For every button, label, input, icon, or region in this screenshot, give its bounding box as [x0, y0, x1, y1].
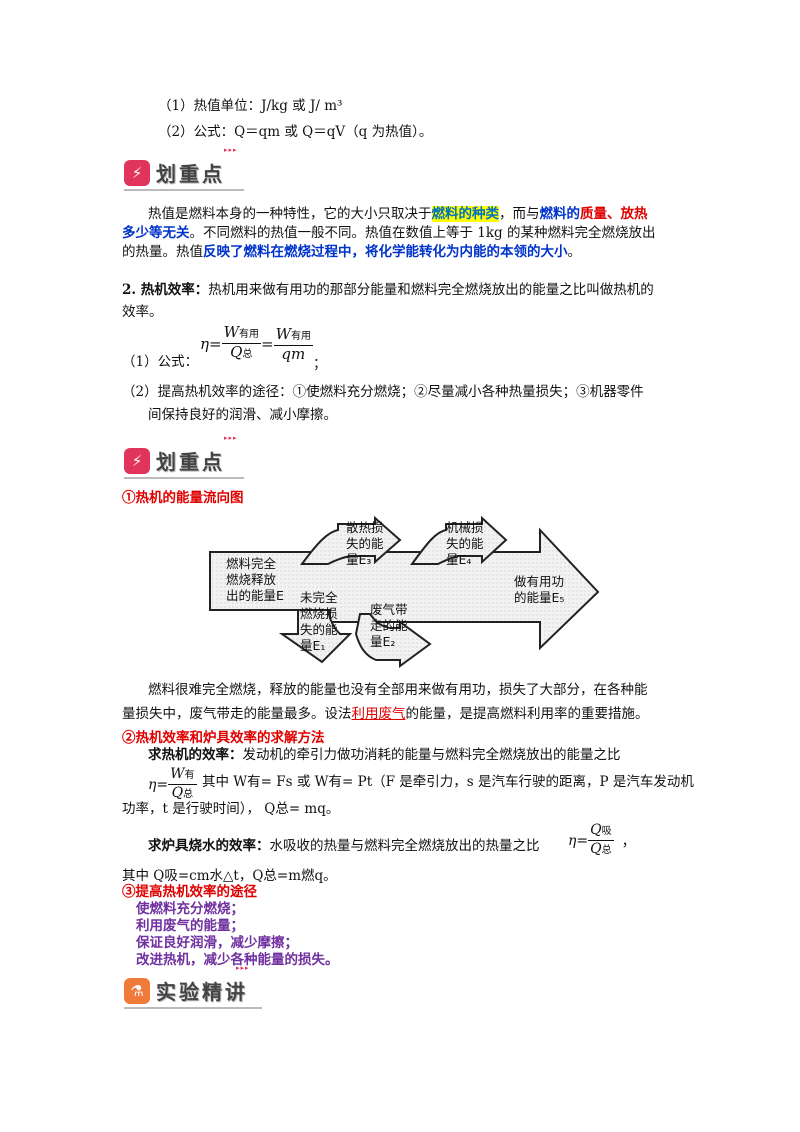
e3-label: 散热损失的能量E₃: [346, 520, 384, 567]
efficiency-definition-line2: 效率。: [122, 304, 163, 320]
stove-where-line: 其中 Q吸=cm水△t，Q总=m燃q。: [122, 868, 337, 884]
badge-underline: [124, 477, 244, 479]
badge-underline: [124, 1007, 262, 1009]
badge-arrows: ▸▸▸: [224, 434, 238, 442]
experiment-badge: ▸▸▸ ⚗ 实验精讲: [124, 964, 262, 1009]
stove-efficiency-line: 求炉具烧水的效率：水吸收的热量与燃料完全燃烧放出的热量之比: [148, 838, 540, 854]
improve-item: 保证良好润滑，减少摩擦；: [136, 935, 298, 951]
badge-arrows: ▸▸▸: [224, 146, 238, 154]
energy-flow-diagram: [209, 515, 600, 668]
e4-loss-arrow: [410, 515, 508, 565]
stove-efficiency-formula: η= Q吸 Q总 ，: [568, 822, 636, 857]
flask-icon: ⚗: [124, 977, 150, 1004]
lightning-icon: ⚡: [124, 159, 150, 186]
highlight-badge-text: 划重点: [156, 162, 225, 186]
engine-where-line1: 其中 W有= Fs 或 W有= Pt（F 是牵引力，s 是汽车行驶的距离，P 是…: [202, 774, 694, 790]
highlight-badge-text: 划重点: [156, 450, 225, 474]
highlight-badge-2: ▸▸▸ ⚡ 划重点: [124, 434, 244, 479]
engine-where-line2: 功率，t 是行驶时间）， Q总= mq。: [122, 801, 340, 817]
e3-loss-arrow: [300, 515, 402, 565]
badge-underline: [124, 189, 244, 191]
heat-value-formula-line: （2）公式：Q＝qm 或 Q＝qV（q 为热值）。: [158, 124, 433, 140]
heat-value-paragraph-line1: 热值是燃料本身的一种特性，它的大小只取决于燃料的种类，而与燃料的质量、放热: [148, 206, 648, 222]
improve-item: 使燃料充分燃烧；: [136, 901, 244, 917]
energy-flow-title: ①热机的能量流向图: [122, 490, 244, 506]
improve-item: 利用废气的能量；: [136, 918, 244, 934]
heat-value-unit-line: （1）热值单位：J/kg 或 J/ m³: [158, 98, 343, 114]
e2-label: 废气带走的能量E₂: [370, 602, 408, 649]
energy-loss-paragraph-line2: 量损失中，废气带走的能量最多。设法利用废气的能量，是提高燃料利用率的重要措施。: [122, 706, 649, 722]
efficiency-definition-line1: 2. 热机效率：热机用来做有用功的那部分能量和燃料完全燃烧放出的能量之比叫做热机…: [122, 282, 654, 298]
engine-efficiency-formula: η= W有 Q总: [148, 766, 197, 801]
efficiency-formula: η= W有用 Q总 = W有用 qm: [200, 323, 313, 363]
e-total-label: 燃料完全燃烧释放出的能量E: [226, 556, 284, 603]
method-title: ②热机效率和炉具效率的求解方法: [122, 730, 325, 746]
lightning-icon: ⚡: [124, 447, 150, 474]
e5-label: 做有用功的能量E₅: [514, 574, 565, 605]
engine-efficiency-line: 求热机的效率：发动机的牵引力做功消耗的能量与燃料完全燃烧放出的能量之比: [148, 747, 621, 763]
energy-loss-paragraph-line1: 燃料很难完全燃烧，释放的能量也没有全部用来做有用功，损失了大部分，在各种能: [148, 682, 648, 698]
heat-value-paragraph-line2: 多少等无关。不同燃料的热值一般不同。热值在数值上等于 1kg 的某种燃料完全燃烧…: [122, 225, 656, 241]
e2-loss-arrow: [354, 613, 432, 668]
badge-arrows: ▸▸▸: [236, 964, 250, 972]
formula-label: （1）公式：: [122, 354, 199, 370]
e4-label: 机械损失的能量E₄: [446, 520, 484, 567]
formula-semicolon: ；: [313, 356, 327, 372]
efficiency-ways-line1: （2）提高热机效率的途径：①使燃料充分燃烧；②尽量减小各种热量损失；③机器零件: [122, 384, 644, 400]
improve-title: ③提高热机效率的途径: [122, 884, 257, 900]
improve-item: 改进热机，减少各种能量的损失。: [136, 952, 339, 968]
experiment-badge-text: 实验精讲: [156, 980, 248, 1004]
e1-loss-arrow: [278, 609, 353, 664]
efficiency-ways-line2: 间保持良好的润滑、减小摩擦。: [148, 407, 337, 423]
e1-label: 未完全燃烧损失的能量E₁: [300, 590, 338, 653]
heat-value-paragraph-line3: 的热量。热值反映了燃料在燃烧过程中，将化学能转化为内能的本领的大小。: [122, 244, 581, 260]
highlight-badge: ▸▸▸ ⚡ 划重点: [124, 146, 244, 191]
